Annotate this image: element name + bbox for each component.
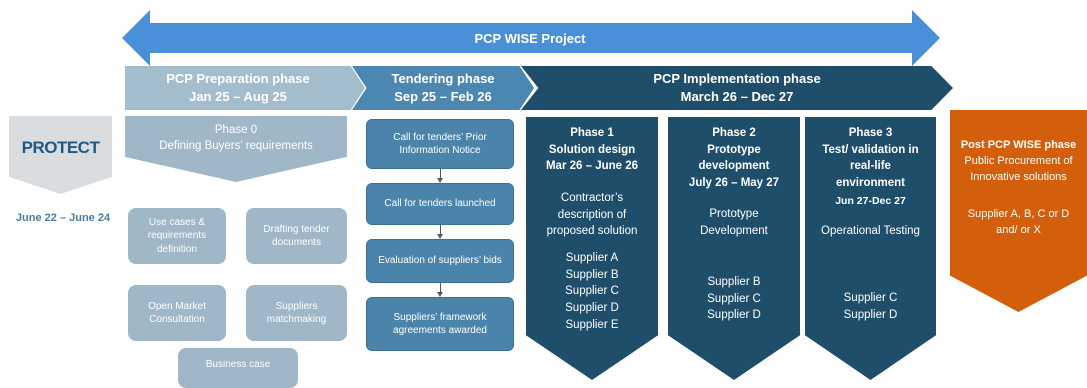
- tender-arrow-1: [437, 169, 443, 183]
- tender-step-pin: Call for tenders’ Prior Information Noti…: [366, 119, 514, 169]
- impl-phase-2-chevron: Phase 2 Prototype development July 26 – …: [668, 117, 800, 380]
- tender-phase-title: Tendering phase: [391, 71, 495, 87]
- tender-arrow-2: [437, 225, 443, 239]
- open-market-box: Open Market Consultation: [128, 285, 226, 341]
- phase1-name: Phase 1: [570, 127, 614, 139]
- tender-step-launched: Call for tenders launched: [366, 183, 514, 225]
- use-cases-box: Use cases & requirements definition: [128, 208, 226, 264]
- drafting-box: Drafting tender documents: [246, 208, 347, 264]
- matchmaking-box: Suppliers matchmaking: [246, 285, 347, 341]
- phase3-dates: Jun 27-Dec 27: [835, 194, 906, 207]
- phase2-name: Phase 2: [712, 127, 756, 139]
- protect-logo: PROTECT: [21, 138, 100, 157]
- phase3-desc: Operational Testing: [821, 225, 920, 237]
- phase2-supplier: Supplier B: [707, 276, 761, 288]
- phase1-title: Solution design: [548, 143, 636, 156]
- post-title: Post PCP WISE phase: [960, 139, 1077, 151]
- phase1-supplier: Supplier A: [565, 252, 619, 264]
- impl-phase-dates: March 26 – Dec 27: [680, 89, 794, 104]
- phase3-title: Test/ validation in real-life environmen…: [822, 143, 919, 190]
- impl-phase-1-chevron: Phase 1 Solution design Mar 26 – June 26…: [526, 117, 658, 380]
- phase0-title: Phase 0: [214, 123, 258, 136]
- impl-phase-3-chevron: Phase 3 Test/ validation in real-life en…: [805, 117, 936, 380]
- phase1-supplier: Supplier D: [565, 302, 619, 315]
- tender-arrow-3: [437, 283, 443, 297]
- phase2-supplier: Supplier C: [707, 292, 761, 305]
- phase1-supplier: Supplier C: [565, 285, 619, 298]
- side-date: June 22 – June 24: [15, 212, 111, 224]
- business-case-box: Business case: [178, 348, 298, 388]
- post-pcp-chevron: Post PCP WISE phase Public Procurement o…: [950, 110, 1087, 312]
- prep-phase-header: PCP Preparation phase Jan 25 – Aug 25: [125, 66, 365, 110]
- tender-step-evaluation: Evaluation of suppliers’ bids: [366, 239, 514, 283]
- phase1-dates: Mar 26 – June 26: [545, 160, 639, 173]
- phase1-supplier: Supplier B: [565, 268, 619, 281]
- prep-phase-title: PCP Preparation phase: [166, 71, 310, 87]
- phase2-desc: Prototype Development: [700, 208, 768, 237]
- tender-phase-header: Tendering phase Sep 25 – Feb 26: [352, 66, 534, 110]
- tender-step-awarded: Suppliers’ framework agreements awarded: [366, 297, 514, 351]
- post-subtitle: Public Procurement of Innovative solutio…: [964, 154, 1073, 183]
- phase3-supplier: Supplier C: [843, 292, 898, 304]
- phase3-supplier: Supplier D: [843, 308, 898, 321]
- phase2-title: Prototype development: [698, 143, 770, 173]
- phase3-name: Phase 3: [848, 127, 893, 139]
- phase2-supplier: Supplier D: [707, 309, 761, 322]
- project-title: PCP WISE Project: [474, 30, 586, 46]
- prep-phase-dates: Jan 25 – Aug 25: [189, 89, 287, 104]
- phase0-subtitle: Defining Buyers’ requirements: [159, 140, 313, 152]
- impl-phase-header: PCP Implementation phase March 26 – Dec …: [521, 66, 953, 110]
- phase0-chevron: Phase 0 Defining Buyers’ requirements: [125, 116, 347, 182]
- protect-logo-badge: PROTECT: [9, 116, 112, 194]
- phase1-supplier: Supplier E: [565, 318, 619, 331]
- phase2-dates: July 26 – May 27: [688, 177, 780, 190]
- phase1-desc: Contractor’s description of proposed sol…: [546, 192, 638, 238]
- tender-phase-dates: Sep 25 – Feb 26: [394, 89, 492, 104]
- post-suppliers: Supplier A, B, C or D and/ or X: [967, 208, 1070, 236]
- impl-phase-title: PCP Implementation phase: [653, 71, 821, 87]
- project-timeline-arrow: [122, 10, 940, 66]
